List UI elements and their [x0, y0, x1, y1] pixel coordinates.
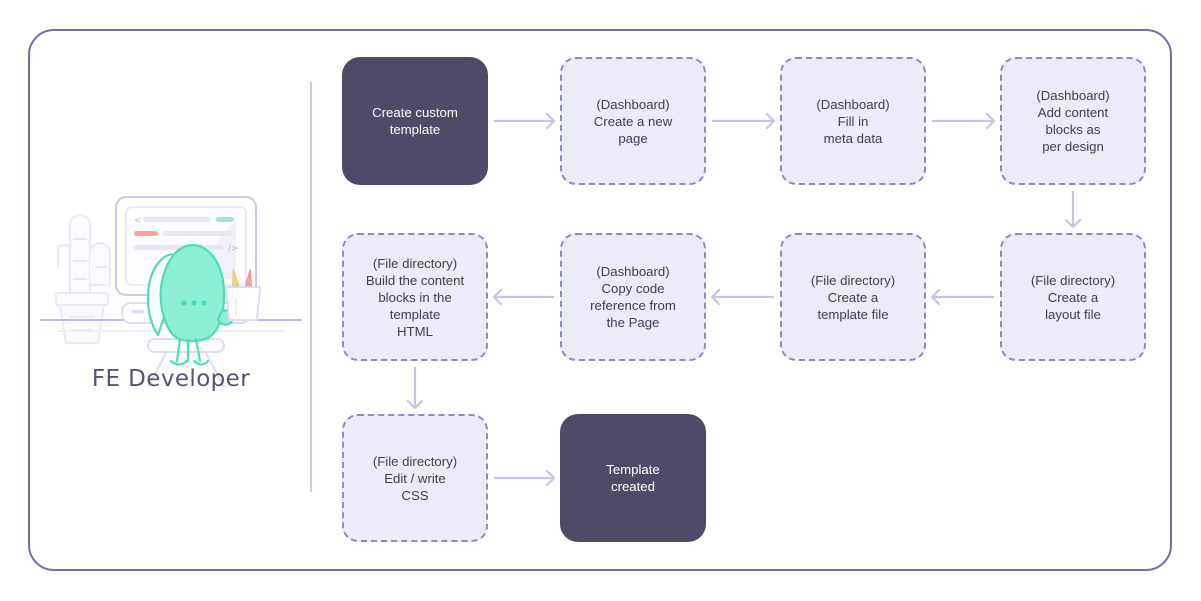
flow-arrow-n2-to-n3 [700, 109, 786, 133]
flow-arrow-n8-to-n9 [403, 355, 427, 420]
flow-node-n9[interactable]: (File directory) Edit / write CSS [342, 414, 488, 542]
outer-frame-border [28, 29, 1172, 571]
cactus-pot-icon [54, 291, 110, 345]
pencil-cup-icon [225, 268, 261, 321]
developer-at-desk-illustration: < /> [40, 175, 302, 405]
svg-text:/>: /> [228, 244, 239, 254]
flow-arrow-n9-to-n10 [482, 466, 566, 490]
flow-node-n7[interactable]: (Dashboard) Copy code reference from the… [560, 233, 706, 361]
flow-node-n2[interactable]: (Dashboard) Create a new page [560, 57, 706, 185]
flow-node-n6[interactable]: (File directory) Create a template file [780, 233, 926, 361]
flow-arrow-n4-to-n5 [1061, 179, 1085, 239]
flow-arrow-n7-to-n8 [482, 285, 566, 309]
flow-node-n3[interactable]: (Dashboard) Fill in meta data [780, 57, 926, 185]
flow-node-n8[interactable]: (File directory) Build the content block… [342, 233, 488, 361]
flow-arrow-n3-to-n4 [920, 109, 1006, 133]
code-lines-icon: < /> [134, 216, 239, 254]
persona-label: FE Developer [91, 366, 251, 392]
svg-text:<: < [134, 216, 142, 226]
vertical-divider [310, 82, 312, 492]
flow-node-n5[interactable]: (File directory) Create a layout file [1000, 233, 1146, 361]
flow-node-n10[interactable]: Template created [560, 414, 706, 542]
flow-node-n1[interactable]: Create custom template [342, 57, 488, 185]
flow-arrow-n5-to-n6 [920, 285, 1006, 309]
flow-node-n4[interactable]: (Dashboard) Add content blocks as per de… [1000, 57, 1146, 185]
flow-arrow-n6-to-n7 [700, 285, 786, 309]
cactus-icon [56, 213, 112, 297]
flow-arrow-n1-to-n2 [482, 109, 566, 133]
